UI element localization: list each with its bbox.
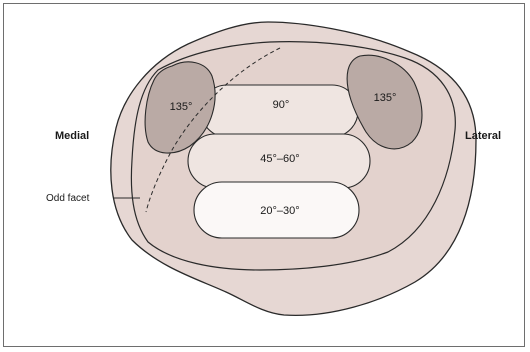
contact-zone-90 — [201, 85, 358, 137]
medial-label: Medial — [55, 130, 89, 142]
zone-45-60-label: 45°–60° — [260, 153, 299, 165]
facet-135-lateral-label: 135° — [374, 92, 397, 104]
lateral-label: Lateral — [465, 130, 501, 142]
facet-135-medial-label: 135° — [170, 101, 193, 113]
odd-facet-label: Odd facet — [46, 193, 90, 204]
zone-20-30-label: 20°–30° — [260, 205, 299, 217]
zone-90-label: 90° — [273, 99, 290, 111]
